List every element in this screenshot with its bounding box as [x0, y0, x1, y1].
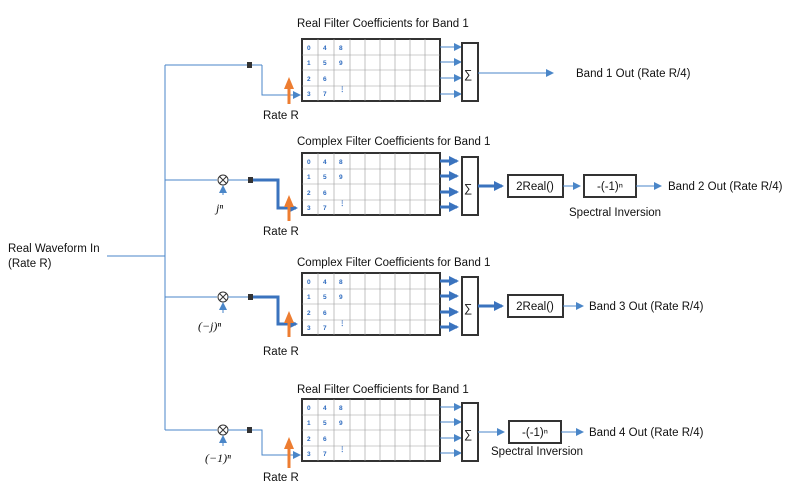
band-1-rate-label: Rate R [263, 110, 299, 122]
band-2-inversion-block-label: -(-1)ⁿ [597, 181, 623, 193]
matrix-cell: 5 [323, 294, 327, 301]
input-label-line2: (Rate R) [8, 258, 52, 270]
band-1-summer [461, 42, 479, 102]
matrix-cell: 4 [323, 45, 327, 52]
matrix-ellipsis: ⋮ [339, 85, 346, 93]
band-3-output-label: Band 3 Out (Rate R/4) [589, 301, 704, 313]
input-trunk [107, 64, 247, 431]
band-2-mixer-label: jⁿ [214, 201, 223, 215]
matrix-cell: 5 [323, 420, 327, 427]
sigma-icon: ∑ [464, 69, 472, 81]
matrix-cell: 8 [339, 45, 343, 52]
matrix-cell: 8 [339, 159, 343, 166]
matrix-cell: 6 [323, 310, 327, 317]
matrix-cell: 5 [323, 174, 327, 181]
matrix-cell: 8 [339, 405, 343, 412]
multiply-icon [219, 176, 227, 184]
band-4-inversion-caption: Spectral Inversion [491, 446, 583, 458]
matrix-cell: 9 [339, 174, 343, 181]
matrix-cell: 3 [307, 325, 311, 332]
matrix-cell: 9 [339, 294, 343, 301]
matrix-cell: 1 [307, 174, 311, 181]
matrix-cell: 9 [339, 60, 343, 67]
matrix-cell: 1 [307, 294, 311, 301]
matrix-cell: 1 [307, 60, 311, 67]
matrix-cell: 1 [307, 420, 311, 427]
sigma-icon: ∑ [464, 183, 472, 195]
band-3-filter-title: Complex Filter Coefficients for Band 1 [297, 257, 490, 269]
band-4: Real Filter Coefficients for Band 1 (−1)… [205, 384, 704, 484]
matrix-cell: 2 [307, 76, 311, 83]
matrix-cell: 9 [339, 420, 343, 427]
matrix-cell: 0 [307, 159, 311, 166]
band-3-real-block-label: 2Real() [516, 301, 554, 313]
matrix-cell: 0 [307, 279, 311, 286]
matrix-ellipsis: ⋮ [339, 319, 346, 327]
matrix-cell: 4 [323, 405, 327, 412]
band-4-inversion-block-label: -(-1)ⁿ [522, 427, 548, 439]
band-1-commutator-tap [247, 62, 252, 68]
band-3-coefficient-matrix: 0 4 8 1 5 9 2 6 3 7 ⋮ [301, 272, 441, 336]
band-2-inversion-caption: Spectral Inversion [569, 207, 661, 219]
matrix-cell: 6 [323, 190, 327, 197]
band-2-output-label: Band 2 Out (Rate R/4) [668, 181, 783, 193]
matrix-cell: 2 [307, 310, 311, 317]
matrix-cell: 2 [307, 436, 311, 443]
matrix-cell: 6 [323, 76, 327, 83]
band-2-rate-label: Rate R [263, 226, 299, 238]
matrix-cell: 7 [323, 91, 327, 98]
band-4-commutator-tap [247, 427, 252, 433]
band-4-rate-label: Rate R [263, 472, 299, 484]
matrix-cell: 7 [323, 325, 327, 332]
band-2-real-block-label: 2Real() [516, 181, 554, 193]
band-2-coefficient-matrix: 0 4 8 1 5 9 2 6 3 7 ⋮ [301, 152, 441, 216]
band-3-commutator-tap [248, 294, 253, 300]
multiply-icon [219, 426, 227, 434]
sigma-icon: ∑ [464, 303, 472, 315]
band-3-mixer-label: (−j)ⁿ [198, 319, 221, 333]
matrix-cell: 7 [323, 451, 327, 458]
multiply-icon [219, 293, 227, 301]
sigma-icon: ∑ [464, 429, 472, 441]
band-4-coefficient-matrix: 0 4 8 1 5 9 2 6 3 7 ⋮ [301, 398, 441, 462]
matrix-cell: 8 [339, 279, 343, 286]
band-3: Complex Filter Coefficients for Band 1 (… [198, 257, 704, 358]
matrix-cell: 2 [307, 190, 311, 197]
matrix-cell: 6 [323, 436, 327, 443]
band-4-filter-title: Real Filter Coefficients for Band 1 [297, 384, 469, 396]
band-2-commutator-tap [248, 177, 253, 183]
band-1-output-label: Band 1 Out (Rate R/4) [576, 68, 691, 80]
band-1-filter-title: Real Filter Coefficients for Band 1 [297, 18, 469, 30]
matrix-cell: 5 [323, 60, 327, 67]
matrix-cell: 3 [307, 91, 311, 98]
band-3-rate-label: Rate R [263, 346, 299, 358]
matrix-cell: 0 [307, 45, 311, 52]
band-1: Real Filter Coefficients for Band 1 Rate… [247, 18, 691, 122]
band-2: Complex Filter Coefficients for Band 1 j… [214, 136, 783, 238]
band-1-coefficient-matrix: 0 4 8 1 5 9 2 6 3 7 ⋮ [301, 38, 441, 102]
matrix-cell: 0 [307, 405, 311, 412]
matrix-cell: 7 [323, 205, 327, 212]
matrix-ellipsis: ⋮ [339, 445, 346, 453]
band-4-output-label: Band 4 Out (Rate R/4) [589, 427, 704, 439]
matrix-cell: 3 [307, 205, 311, 212]
band-2-filter-title: Complex Filter Coefficients for Band 1 [297, 136, 490, 148]
matrix-cell: 4 [323, 159, 327, 166]
band-4-mixer-label: (−1)ⁿ [205, 451, 231, 465]
matrix-ellipsis: ⋮ [339, 199, 346, 207]
input-label-line1: Real Waveform In [8, 243, 100, 255]
matrix-cell: 4 [323, 279, 327, 286]
matrix-cell: 3 [307, 451, 311, 458]
